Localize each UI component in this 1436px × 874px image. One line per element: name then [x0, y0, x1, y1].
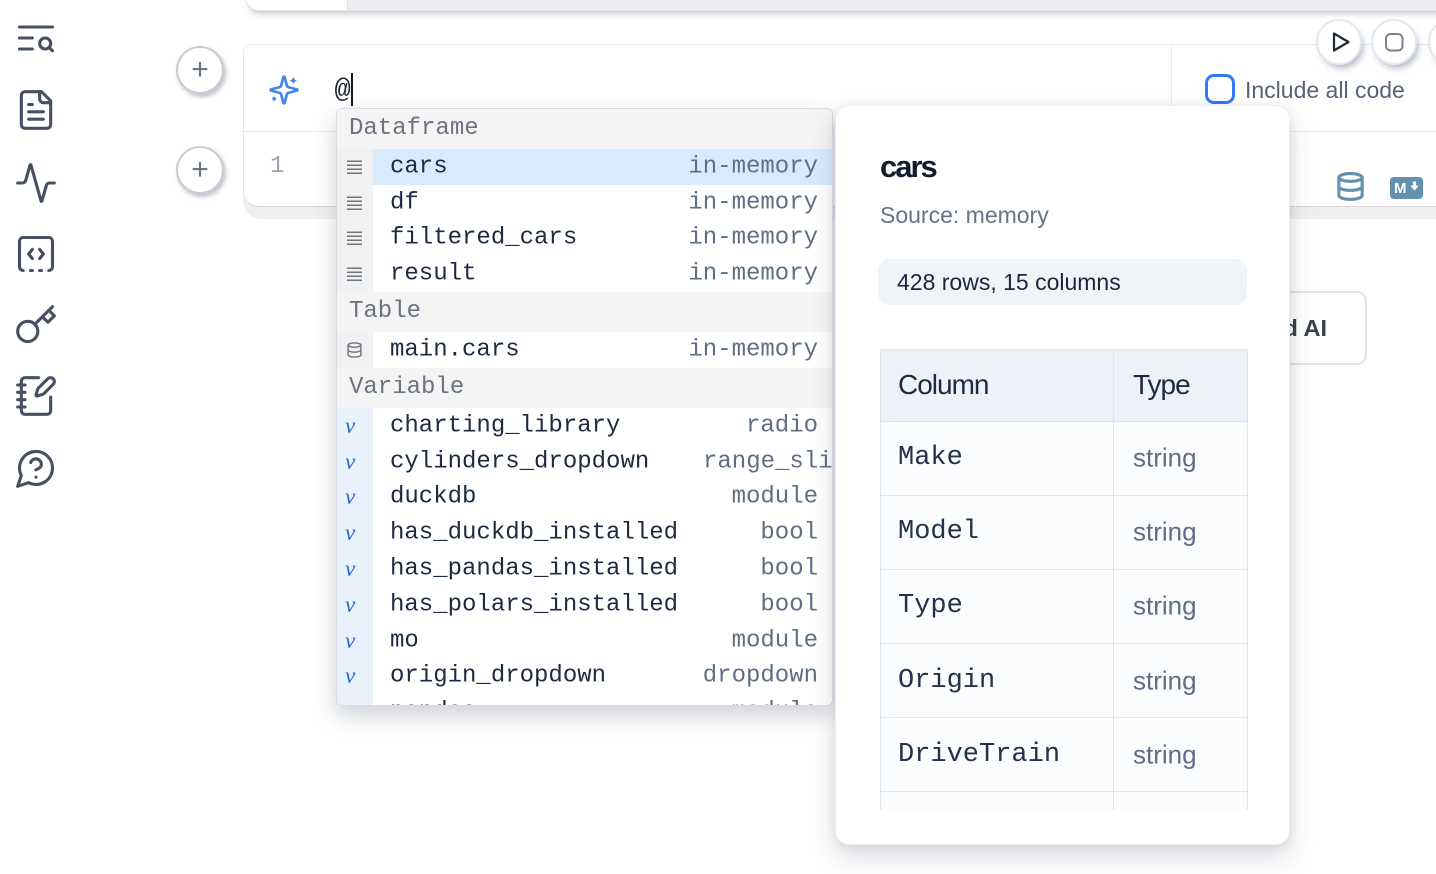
svg-text:M: M — [1394, 180, 1407, 197]
